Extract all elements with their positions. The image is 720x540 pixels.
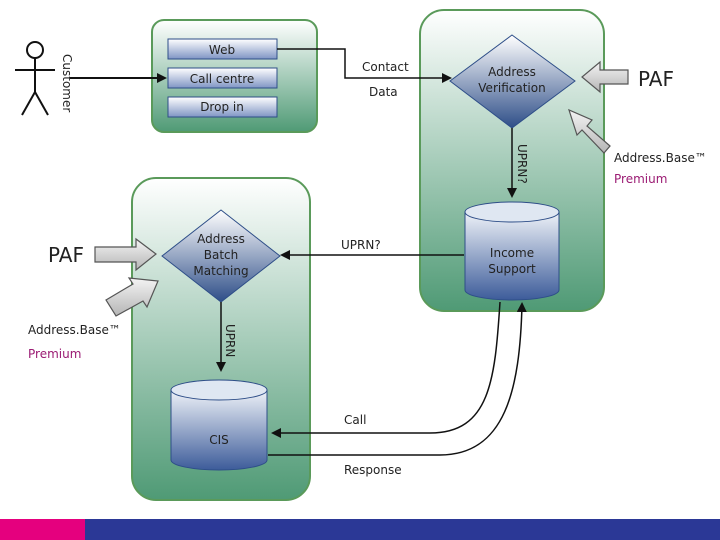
response-label: Response xyxy=(344,463,402,477)
batch-uprn-query-label: UPRN? xyxy=(341,238,381,252)
batch-uprn-label: UPRN xyxy=(223,324,237,357)
data-label: Data xyxy=(369,85,398,99)
batch-addressbase-label: Address.Base™ xyxy=(28,323,121,337)
batch-title-3: Matching xyxy=(193,264,248,278)
call-flow-arrow xyxy=(271,301,501,438)
drop-in-channel-label: Drop in xyxy=(200,100,244,114)
web-channel-label: Web xyxy=(209,43,235,57)
batch-paf-arrow xyxy=(94,237,157,272)
drop-in-channel-box[interactable] xyxy=(167,96,278,118)
batch-title-2: Batch xyxy=(204,248,239,262)
batch-paf-label: PAF xyxy=(48,243,84,267)
cis-label: CIS xyxy=(209,433,229,447)
cis-database[interactable] xyxy=(170,379,268,471)
verification-uprn-query-label: UPRN? xyxy=(515,144,529,184)
income-support-label-1: Income xyxy=(490,246,534,260)
verification-paf-label: PAF xyxy=(638,67,674,91)
verification-premium-label: Premium xyxy=(614,172,667,186)
call-centre-channel-box[interactable] xyxy=(167,67,278,89)
call-centre-channel-label: Call centre xyxy=(190,72,255,86)
verification-addressbase-label: Address.Base™ xyxy=(614,151,707,165)
address-verification-title-2: Verification xyxy=(478,81,545,95)
verification-paf-arrow xyxy=(581,60,629,94)
customer-label: Customer xyxy=(60,54,74,112)
income-support-database[interactable] xyxy=(464,201,560,301)
channels-to-verification-arrow xyxy=(277,48,452,83)
address-verification-title-1: Address xyxy=(488,65,536,79)
response-flow-arrow xyxy=(268,302,527,456)
batch-addressbase-arrow xyxy=(105,277,159,317)
customer-actor-icon xyxy=(15,41,55,116)
batch-premium-label: Premium xyxy=(28,347,81,361)
income-support-label-2: Support xyxy=(488,262,536,276)
contact-label: Contact xyxy=(362,60,409,74)
call-label: Call xyxy=(344,413,366,427)
footer-blue-bar xyxy=(85,519,720,540)
verification-addressbase-arrow xyxy=(568,108,611,154)
batch-title-1: Address xyxy=(197,232,245,246)
footer-pink-bar xyxy=(0,519,85,540)
